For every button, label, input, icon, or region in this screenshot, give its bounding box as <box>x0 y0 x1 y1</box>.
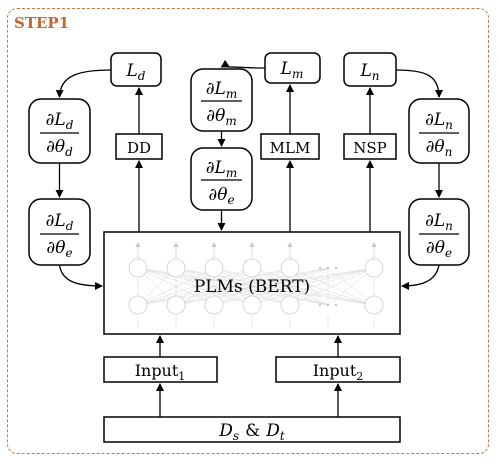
network-edge <box>327 267 375 306</box>
loss-n-label: Ln <box>359 61 379 83</box>
arrow-loss-n-to-grad <box>395 69 443 98</box>
svg-text:∂Ln: ∂Ln <box>425 110 453 132</box>
arrow-loss-m-to-grad <box>220 59 266 69</box>
arrow-grad-d-to-plm <box>58 264 103 290</box>
svg-text:∂Lm: ∂Lm <box>206 79 237 101</box>
network-ellipsis-dot <box>318 303 322 307</box>
input1-box <box>103 356 218 383</box>
step1-frame <box>7 8 489 454</box>
arrow-grad-n-to-plm <box>401 264 440 290</box>
network-node <box>242 295 262 315</box>
network-edge <box>137 267 215 306</box>
svg-text:∂Ln: ∂Ln <box>425 211 453 233</box>
network-ellipsis-dot <box>334 266 338 270</box>
nsp-head-label: NSP <box>353 139 387 157</box>
step-label: STEP1 <box>14 14 70 32</box>
data-source-box <box>103 416 401 443</box>
network-node <box>166 258 186 278</box>
grad-n-theta-n: ∂Ln ∂θn <box>408 98 470 164</box>
plm-box <box>103 231 401 335</box>
network-edge <box>213 267 375 306</box>
network-edge <box>289 267 375 306</box>
input1-label: Input1 <box>135 361 186 383</box>
loss-m-label: Lm <box>280 59 304 81</box>
network-edge <box>137 267 253 306</box>
dd-head-box <box>115 133 163 160</box>
network-node <box>242 258 262 278</box>
network-edge <box>213 267 329 306</box>
svg-text:∂θn: ∂θn <box>426 137 453 159</box>
svg-text:∂Ld: ∂Ld <box>46 110 74 132</box>
network-edge <box>137 267 291 306</box>
network-node <box>280 258 300 278</box>
grad-d-theta-d: ∂Ld ∂θd <box>28 98 91 164</box>
network-edge <box>175 267 329 306</box>
network-edge <box>251 267 375 306</box>
svg-text:∂Ld: ∂Ld <box>46 211 74 233</box>
svg-text:∂θe: ∂θe <box>426 238 452 260</box>
network-node <box>128 258 148 278</box>
plm-label: PLMs (BERT) <box>194 277 310 297</box>
loss-d-label: Ld <box>126 61 146 83</box>
network-ellipsis-dot <box>334 303 338 307</box>
data-source-label: Ds&Dt <box>218 421 285 443</box>
network-ellipsis-dot <box>326 303 330 307</box>
input2-label: Input2 <box>313 361 364 383</box>
dd-head-label: DD <box>127 139 151 157</box>
grad-m-theta-m: ∂Lm ∂θm <box>190 68 253 132</box>
network-ghost-icon <box>128 242 384 328</box>
network-node <box>364 258 384 278</box>
network-node <box>204 258 224 278</box>
network-node <box>280 295 300 315</box>
svg-text:∂θe: ∂θe <box>46 238 72 260</box>
network-node <box>364 295 384 315</box>
arrow-loss-d-to-grad <box>55 69 112 98</box>
network-node <box>204 295 224 315</box>
svg-text:∂Lm: ∂Lm <box>206 158 237 180</box>
svg-text:∂θe: ∂θe <box>208 185 234 207</box>
network-ellipsis-dot <box>326 266 330 270</box>
grad-m-theta-e: ∂Lm ∂θe <box>190 147 253 211</box>
svg-text:∂θm: ∂θm <box>206 106 236 128</box>
grad-n-theta-e: ∂Ln ∂θe <box>408 198 470 266</box>
network-node <box>128 295 148 315</box>
network-edge <box>251 267 329 306</box>
input2-box <box>275 356 401 383</box>
mlm-head-label: MLM <box>270 139 311 157</box>
network-node <box>166 295 186 315</box>
network-ellipsis-dot <box>318 266 322 270</box>
grad-d-theta-e: ∂Ld ∂θe <box>28 198 91 266</box>
svg-text:∂θd: ∂θd <box>46 137 73 159</box>
